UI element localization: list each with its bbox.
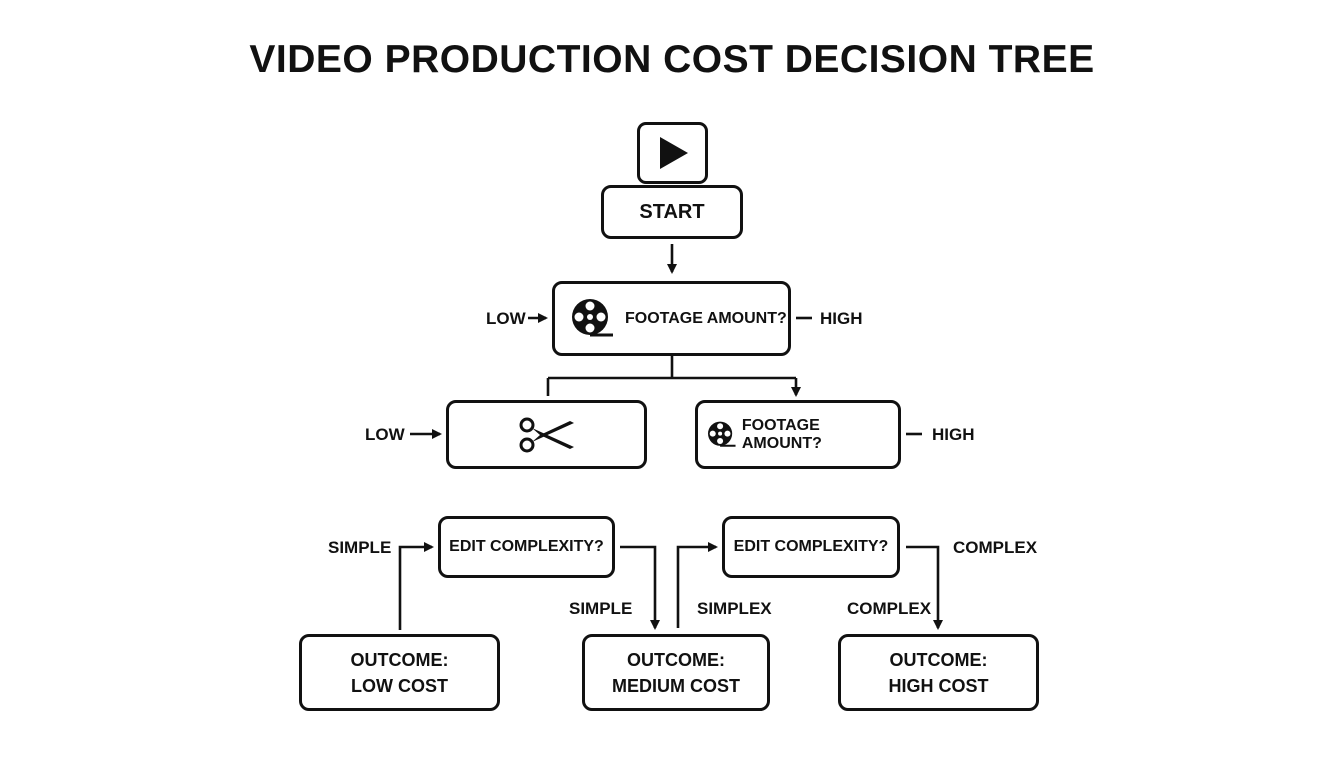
- scissors-icon: [519, 417, 574, 452]
- edit-right-simplex-label: SIMPLEX: [697, 599, 772, 618]
- outcome-value: HIGH COST: [888, 675, 989, 696]
- edit-complexity-left-node[interactable]: EDIT COMPLEXITY?: [438, 516, 615, 578]
- outcome-medium-cost[interactable]: OUTCOME: MEDIUM COST: [582, 634, 770, 711]
- start-label: START: [639, 200, 705, 223]
- edit-right-label: EDIT COMPLEXITY?: [733, 538, 889, 555]
- outcome-value: MEDIUM COST: [612, 675, 740, 696]
- outcome-heading: OUTCOME:: [627, 649, 725, 670]
- film-reel-icon: [572, 298, 613, 336]
- edit-right-complex-label: COMPLEX: [953, 538, 1038, 557]
- start-node[interactable]: START: [601, 185, 743, 239]
- cut-low-label: LOW: [365, 425, 405, 444]
- root-high-label: HIGH: [820, 309, 863, 328]
- root-low-label: LOW: [486, 309, 526, 328]
- edit-left-to-medium-arrow: [620, 545, 660, 630]
- footage-right-label: FOOTAGE AMOUNT?: [741, 416, 822, 452]
- film-reel-icon: [708, 421, 736, 447]
- edit-left-simple-label: SIMPLE: [328, 538, 392, 557]
- outcome-heading: OUTCOME:: [350, 649, 449, 670]
- edit-left-label: EDIT COMPLEXITY?: [449, 538, 604, 555]
- medium-to-edit-right-arrow: [676, 542, 718, 628]
- footage-right-high-label: HIGH: [932, 425, 975, 444]
- outcome-low-cost[interactable]: OUTCOME: LOW COST: [299, 634, 500, 711]
- edit-right-to-high-arrow: [906, 545, 943, 630]
- cut-node[interactable]: [446, 400, 647, 469]
- diagram-title: VIDEO PRODUCTION COST DECISION TREE: [249, 38, 1095, 81]
- play-icon: [659, 137, 688, 169]
- footage-amount-root-node[interactable]: FOOTAGE AMOUNT?: [552, 281, 791, 356]
- footage-root-label: FOOTAGE AMOUNT?: [625, 309, 787, 327]
- outcome-value: LOW COST: [351, 675, 448, 696]
- edit-right-lower-complex-label: COMPLEX: [847, 599, 932, 618]
- footage-amount-right-node[interactable]: FOOTAGE AMOUNT?: [695, 400, 901, 469]
- outcome-high-cost[interactable]: OUTCOME: HIGH COST: [838, 634, 1039, 711]
- edit-left-simple-arrow: [398, 542, 434, 630]
- edit-left-lower-simple-label: SIMPLE: [569, 599, 633, 618]
- outcome-heading: OUTCOME:: [889, 649, 988, 670]
- edit-complexity-right-node[interactable]: EDIT COMPLEXITY?: [722, 516, 900, 578]
- start-play-button[interactable]: [637, 122, 708, 184]
